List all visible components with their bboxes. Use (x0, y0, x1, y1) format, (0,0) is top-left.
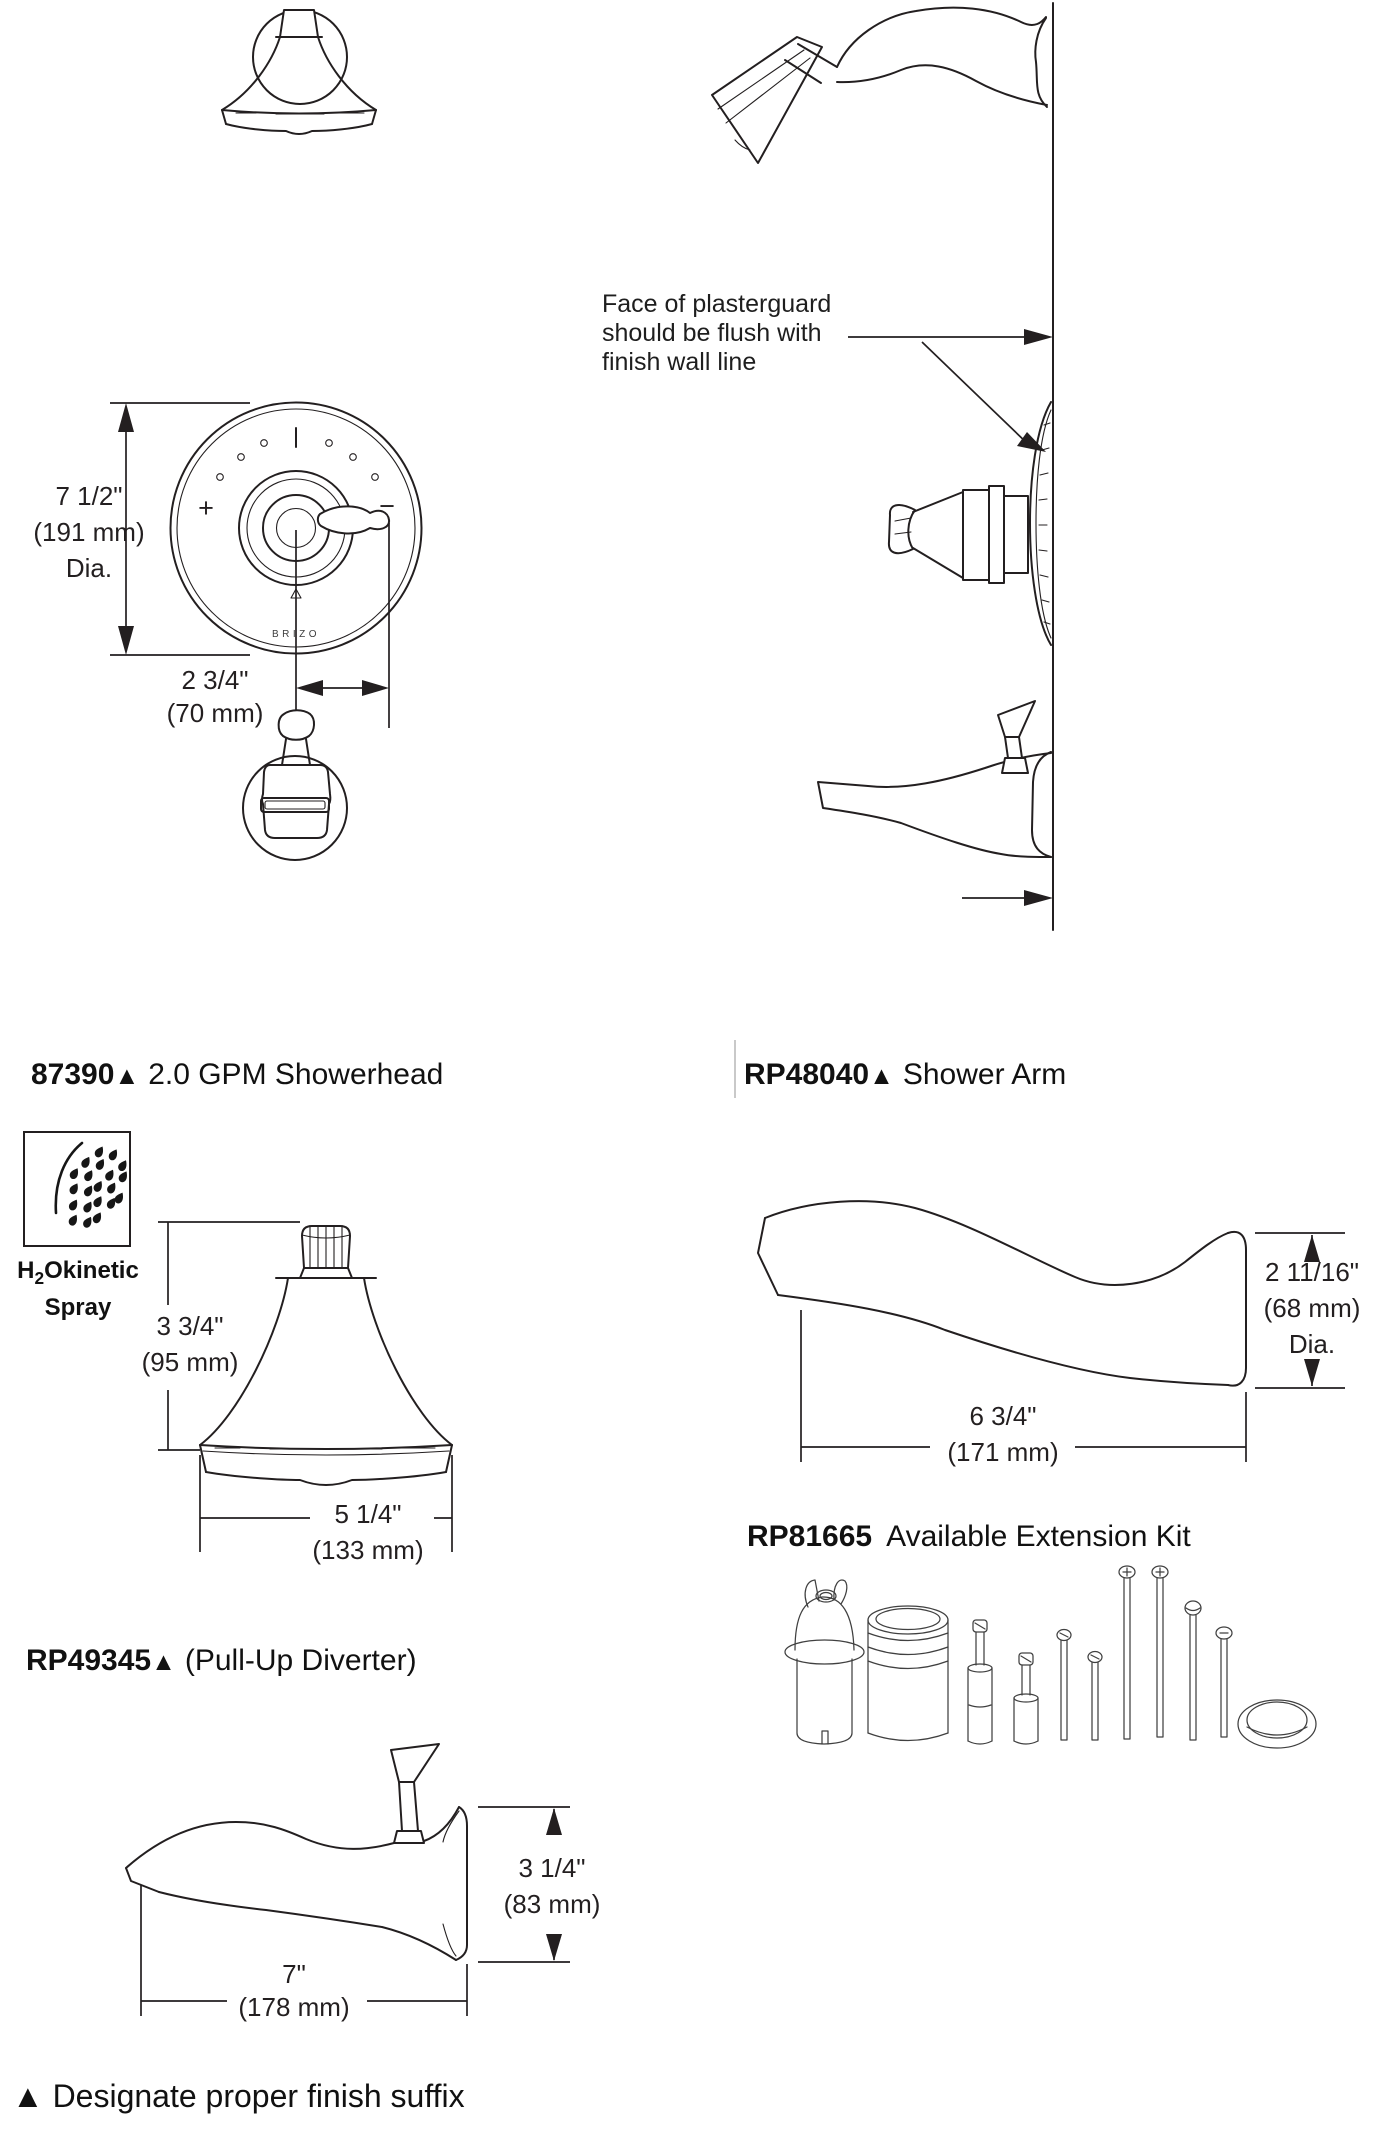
kit-screw-small-1 (1056, 1628, 1072, 1741)
kit-screw-medium (1184, 1600, 1202, 1741)
wall-installation-side-view-drawing (711, 2, 1054, 931)
tub-spout-outline (125, 1743, 468, 1961)
dial-dots (216, 439, 379, 481)
tub-spout-dimension-drawing (125, 1743, 570, 2016)
showerhead-side-drawing (711, 6, 1048, 164)
showerhead-front-view-drawing (221, 9, 377, 135)
kit-bonnet (784, 1579, 865, 1745)
shower-arm-dimension-drawing (757, 1200, 1345, 1462)
finish-suffix-note: ▲ Designate proper finish suffix (12, 2078, 465, 2114)
tub-spout-side-drawing (817, 700, 1052, 858)
extension-kit-parts-drawing (784, 1565, 1317, 1749)
showerhead-height-dimension: 3 3/4" (95 mm) (141, 1311, 239, 1377)
column-divider (734, 1040, 736, 1098)
kit-trim-ring (1237, 1699, 1317, 1749)
valve-offset-dimension: 2 3/4" (70 mm) (166, 665, 264, 728)
triangle-icon: ▲ (12, 2078, 44, 2114)
valve-side-drawing (887, 401, 1052, 646)
handle-side-view-drawing (242, 709, 348, 861)
shower-arm-outline (757, 1200, 1247, 1387)
kit-sleeve (867, 1605, 949, 1742)
finish-suffix-triangle: ▲ (151, 1648, 176, 1676)
showerhead-width-dimension: 5 1/4" (133 mm) (312, 1499, 424, 1565)
kit-screw-small-2 (1087, 1650, 1103, 1741)
section-header-diverter: RP49345▲(Pull-Up Diverter) (26, 1644, 417, 1677)
shower-arm-diameter-dimension: 2 11/16" (68 mm) Dia. (1263, 1257, 1361, 1359)
spout-length-dimension: 7" (178 mm) (238, 1959, 350, 2022)
shower-arm-length-dimension: 6 3/4" (171 mm) (947, 1401, 1059, 1467)
spout-height-dimension: 3 1/4" (83 mm) (503, 1853, 601, 1919)
valve-diameter-dimension: 7 1/2" (191 mm) Dia. (33, 481, 145, 583)
h2okinetic-spray-icon (23, 1131, 131, 1247)
kit-screw-long-1 (1118, 1565, 1136, 1740)
finish-suffix-triangle: ▲ (114, 1062, 140, 1090)
kit-screw-short (1215, 1626, 1233, 1738)
h2okinetic-spray-label: H2Okinetic Spray (17, 1257, 139, 1321)
section-header-showerhead: 87390▲2.0 GPM Showerhead (31, 1058, 444, 1091)
valve-trim-front-view-drawing: + − BRIZO (110, 401, 423, 861)
plasterguard-note: Face of plasterguard should be flush wit… (602, 290, 832, 376)
brand-logo-text: BRIZO (272, 629, 320, 640)
dial-plus-label: + (198, 493, 214, 523)
finish-suffix-triangle: ▲ (869, 1062, 894, 1090)
kit-screw-long-2 (1151, 1565, 1169, 1738)
showerhead-dimension-drawing (158, 1221, 453, 1552)
kit-stem-extension-long (967, 1619, 993, 1745)
section-header-shower-arm: RP48040▲Shower Arm (744, 1058, 1067, 1091)
kit-stem-extension-short (1013, 1652, 1039, 1745)
